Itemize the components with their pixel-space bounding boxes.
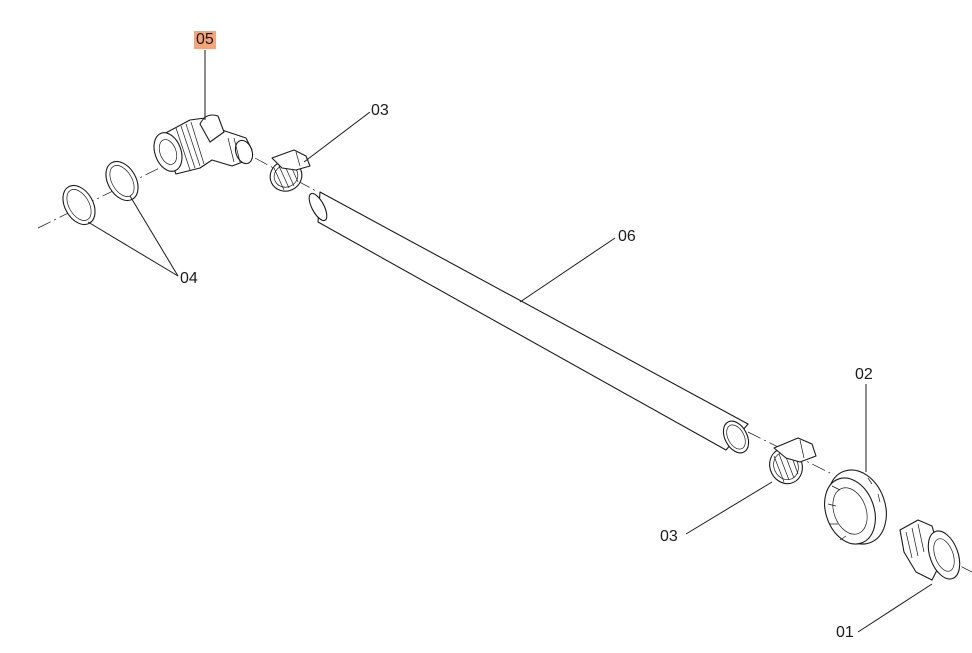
- callout-04: 04: [180, 270, 198, 287]
- callout-02: 02: [855, 366, 873, 383]
- callout-06: 06: [618, 228, 636, 245]
- hose-clamp-top[interactable]: [265, 149, 311, 196]
- union-nut[interactable]: [816, 462, 896, 553]
- hose-tail-connector[interactable]: [899, 519, 966, 583]
- callout-03-top: 03: [371, 102, 389, 119]
- leader-lines: [87, 50, 933, 633]
- tube[interactable]: [306, 191, 754, 457]
- callout-05: 05: [194, 31, 216, 49]
- o-ring-seals[interactable]: [56, 156, 144, 230]
- callout-01: 01: [836, 624, 854, 641]
- callout-03-bottom: 03: [660, 528, 678, 545]
- elbow-fitting[interactable]: [149, 114, 256, 175]
- hose-clamp-bottom[interactable]: [764, 437, 817, 489]
